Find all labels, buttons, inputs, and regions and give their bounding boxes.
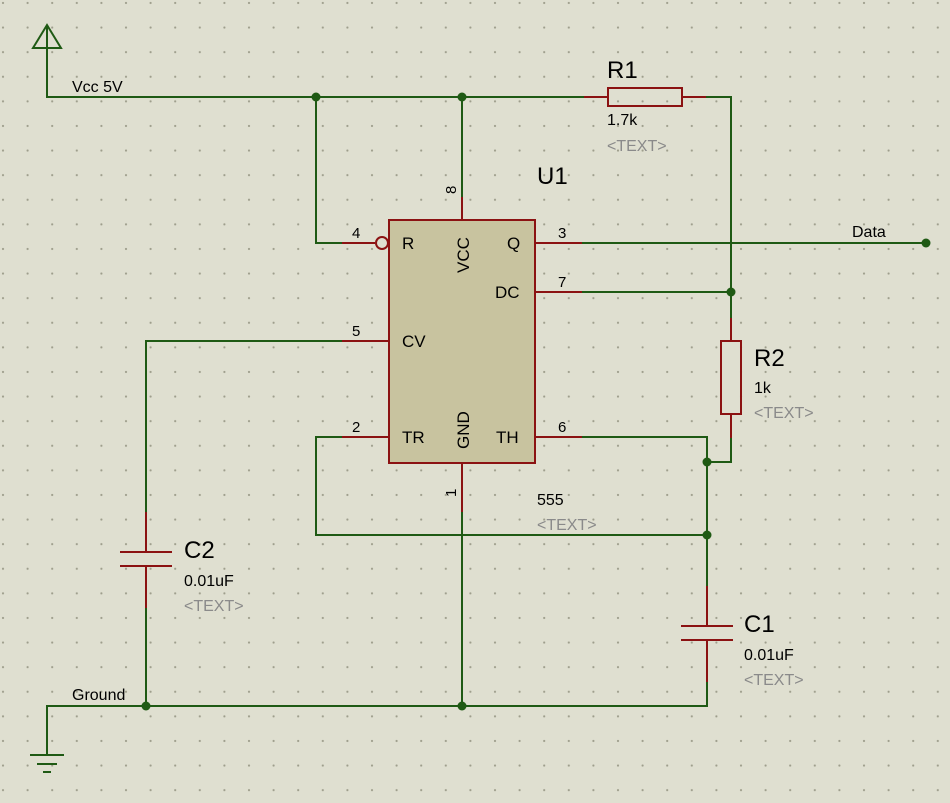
power-terminal-icon[interactable] [31, 23, 63, 49]
pin-name-q: Q [507, 234, 520, 253]
capacitor-c1[interactable] [681, 586, 733, 682]
pin-number-1: 1 [443, 489, 460, 497]
junctions [141, 92, 931, 711]
pin-number-5: 5 [352, 323, 360, 340]
junction-dot-icon [311, 92, 321, 102]
wire-trigger[interactable] [315, 436, 707, 536]
wire-c1-ground[interactable] [46, 682, 708, 755]
output-label: Data [852, 224, 886, 241]
c2-text: <TEXT> [184, 598, 244, 615]
ic-value: 555 [537, 492, 564, 509]
ic-ref: U1 [537, 163, 568, 190]
c1-text: <TEXT> [744, 672, 804, 689]
vcc-label: Vcc 5V [72, 79, 123, 96]
junction-dot-icon [457, 92, 467, 102]
junction-dot-icon [726, 287, 736, 297]
pin-name-gnd: GND [454, 411, 473, 449]
junction-dot-icon [457, 701, 467, 711]
pin-name-cv: CV [402, 332, 426, 351]
pin-number-2: 2 [352, 419, 360, 436]
pin-name-dc: DC [495, 283, 520, 302]
r1-text: <TEXT> [607, 138, 667, 155]
ic-text: <TEXT> [537, 517, 597, 534]
pin-number-4: 4 [352, 225, 360, 242]
ground-label: Ground [72, 687, 125, 704]
junction-dot-icon [702, 457, 712, 467]
capacitor-c2[interactable] [120, 512, 172, 608]
pin-name-th: TH [496, 428, 519, 447]
junction-dot-icon [702, 530, 712, 540]
c2-ref: C2 [184, 537, 215, 564]
output-terminal-dot-icon[interactable] [921, 238, 931, 248]
pin-name-r: R [402, 234, 414, 253]
wire-vcc-rail[interactable] [46, 48, 608, 98]
resistor-r2[interactable] [720, 318, 742, 438]
r2-text: <TEXT> [754, 405, 814, 422]
r2-value: 1k [754, 380, 772, 397]
wire-control-voltage[interactable] [145, 340, 342, 512]
junction-dot-icon [141, 701, 151, 711]
r2-ref: R2 [754, 345, 785, 372]
ic-body[interactable] [388, 219, 536, 464]
pin-number-8: 8 [443, 186, 460, 194]
r1-value: 1.7k [607, 112, 638, 129]
wire-r1-to-r2[interactable] [706, 96, 732, 318]
pin-number-6: 6 [558, 419, 566, 436]
c2-value: 0.01uF [184, 573, 234, 590]
wire-r2-to-threshold[interactable] [707, 438, 732, 463]
c1-ref: C1 [744, 611, 775, 638]
resistor-r1[interactable] [584, 87, 706, 107]
ground-terminal-icon[interactable] [30, 754, 64, 773]
pin-name-tr: TR [402, 428, 425, 447]
pin-name-vcc: VCC [454, 237, 473, 273]
pin-number-3: 3 [558, 225, 566, 242]
c1-value: 0.01uF [744, 647, 794, 664]
ic-555[interactable] [342, 197, 582, 512]
reset-inversion-bubble [375, 236, 389, 250]
r1-ref: R1 [607, 57, 638, 84]
wire-reset[interactable] [315, 97, 342, 244]
pin-number-7: 7 [558, 274, 566, 291]
